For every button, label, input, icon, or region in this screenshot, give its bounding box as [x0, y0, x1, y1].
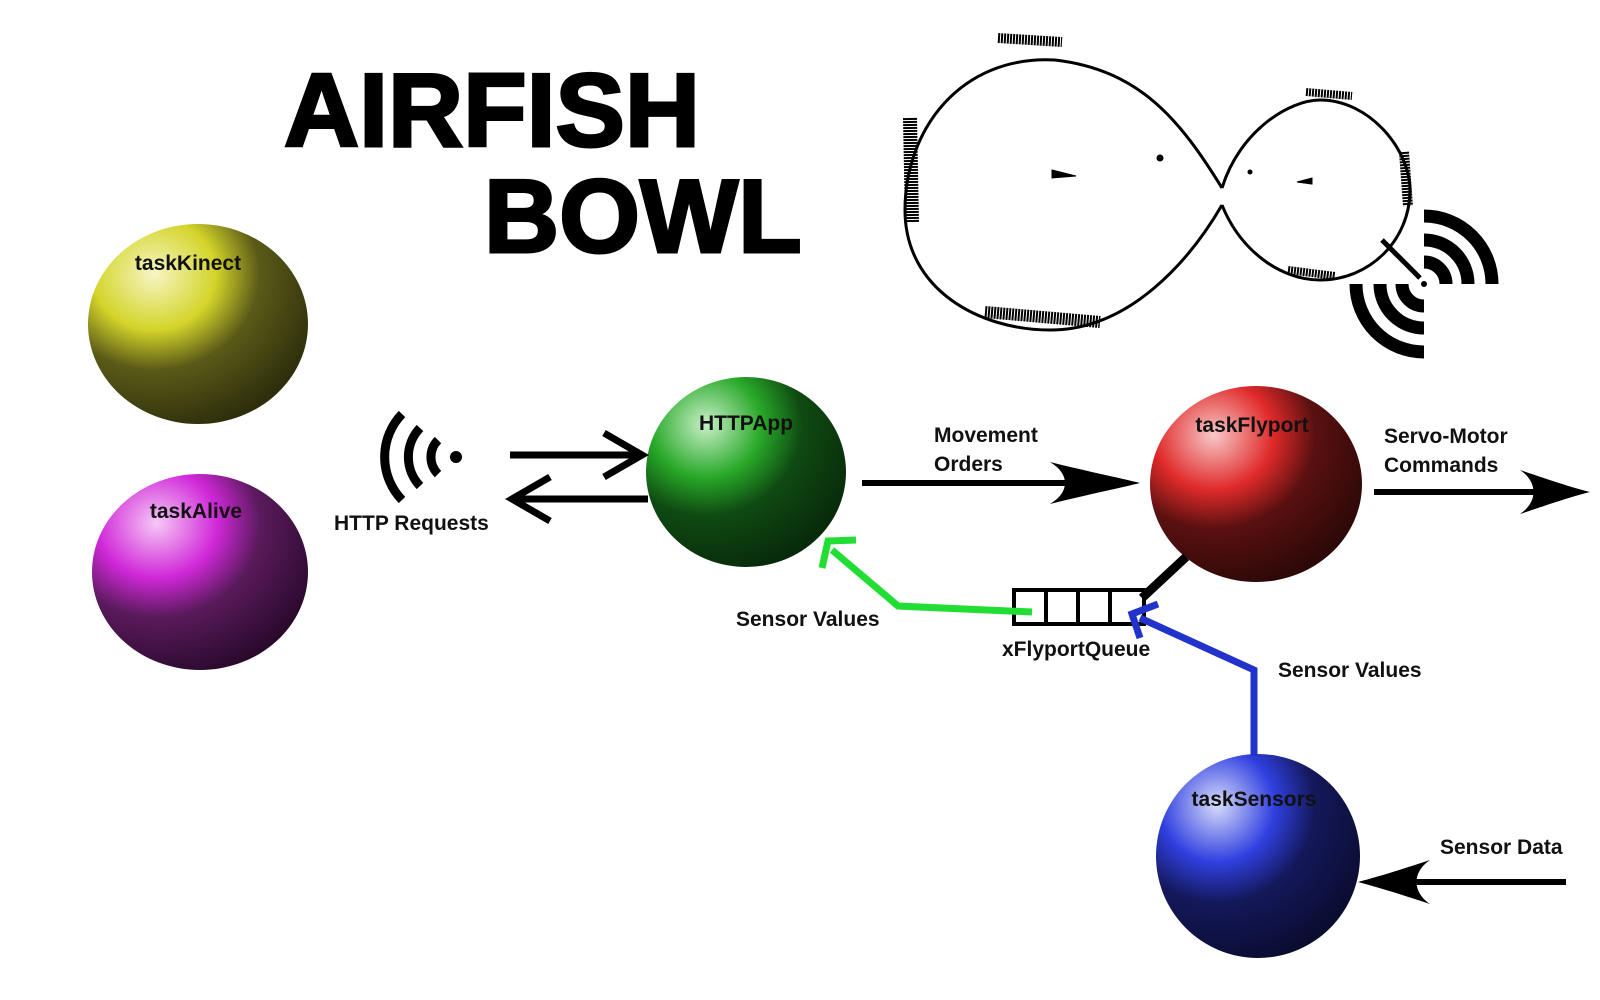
node-taskFlyport: taskFlyport [1150, 386, 1362, 582]
title-line-2: BOWL [484, 159, 802, 275]
queue-xFlyportQueue [1012, 588, 1146, 626]
edge-label-sensor-data: Sensor Data [1440, 836, 1563, 859]
arrow-http-to-httpapp [510, 429, 649, 481]
node-label: taskSensors [1192, 788, 1317, 811]
node-label: HTTPApp [699, 412, 793, 435]
node-taskSensors: taskSensors [1156, 754, 1360, 958]
arrow-movement-orders [862, 462, 1140, 504]
arrow-sensor-data [1358, 860, 1566, 904]
arrow-sensor-values-green [818, 536, 1033, 616]
node-label: taskAlive [150, 500, 242, 523]
edge-label-movement-orders-2: Orders [934, 453, 1003, 476]
node-taskAlive: taskAlive [92, 474, 308, 670]
title-line-1: AIRFISH [284, 53, 700, 169]
queue-label: xFlyportQueue [1002, 638, 1150, 661]
edge-label-http-requests: HTTP Requests [334, 512, 489, 535]
node-label: taskFlyport [1195, 414, 1308, 437]
wireless-signal-icon [1349, 209, 1499, 359]
arrow-httpapp-to-http [505, 473, 648, 525]
fish-bowl-illustration [903, 33, 1422, 332]
node-taskKinect: taskKinect [88, 224, 308, 424]
arrow-servo-commands [1374, 470, 1590, 514]
edge-label-sensor-values-green: Sensor Values [736, 608, 880, 631]
edge-label-movement-orders-1: Movement [934, 424, 1038, 447]
arrow-sensor-values-blue [1127, 600, 1258, 756]
node-httpApp: HTTPApp [646, 377, 846, 567]
node-label: taskKinect [135, 252, 241, 275]
connector-flyport-queue [1138, 553, 1190, 602]
edge-label-servo-commands-1: Servo-Motor [1384, 425, 1508, 448]
edge-label-servo-commands-2: Commands [1384, 454, 1498, 477]
wifi-icon [380, 410, 462, 504]
edge-label-sensor-values-blue: Sensor Values [1278, 659, 1422, 682]
